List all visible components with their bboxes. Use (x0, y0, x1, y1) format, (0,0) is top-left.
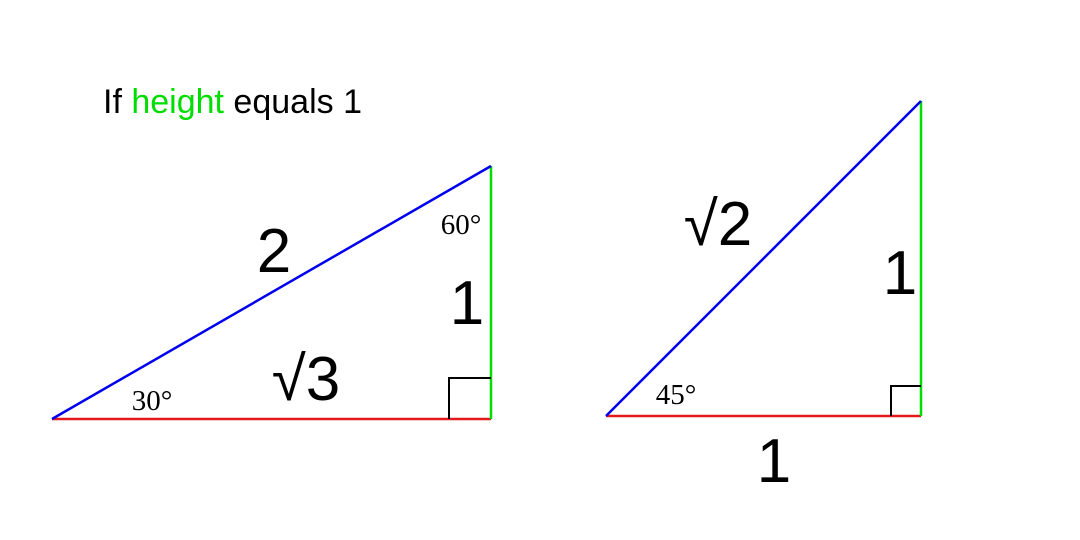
hypotenuse-label: √2 (684, 190, 753, 259)
right-angle-marker (448, 377, 491, 419)
angle-60-label: 60° (441, 209, 482, 241)
height-label: 1 (883, 239, 917, 308)
heading-highlight: height (131, 83, 224, 121)
base-label: √3 (272, 345, 341, 414)
height-label: 1 (450, 269, 484, 338)
hypotenuse-label: 2 (257, 217, 291, 286)
base-label: 1 (757, 427, 791, 496)
triangle-45-45-90: √2 1 1 45° (605, 100, 923, 496)
angle-45-label: 45° (656, 379, 697, 411)
heading: If height equals 1 (103, 83, 362, 121)
heading-suffix: equals 1 (224, 83, 362, 121)
triangle-30-60-90: 2 √3 1 30° 60° (51, 164, 493, 421)
triangle-45-45-90-hypotenuse (605, 100, 922, 417)
right-angle-marker (890, 385, 921, 416)
triangle-30-60-90-hypotenuse (51, 164, 492, 421)
angle-30-label: 30° (132, 385, 173, 417)
heading-prefix: If (103, 83, 131, 121)
